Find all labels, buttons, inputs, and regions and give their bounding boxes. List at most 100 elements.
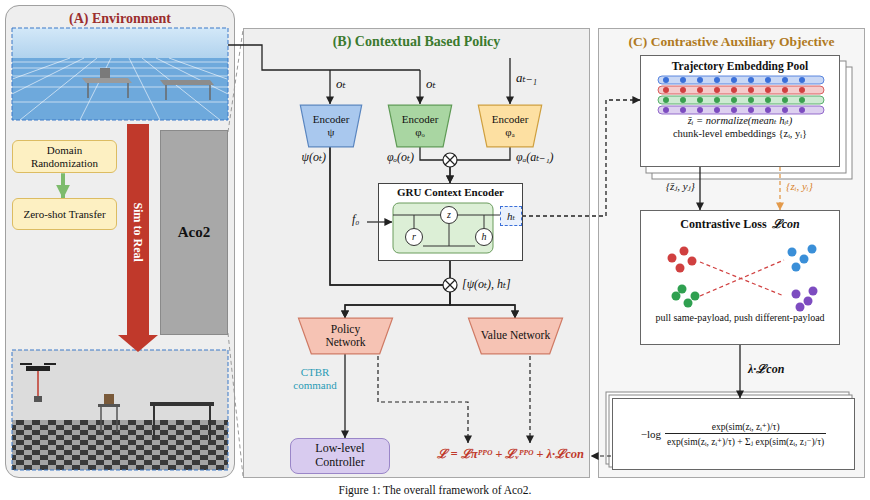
formula-box: −logexp(sim(zᵢ, zᵢ⁺)/τ)exp(sim(zᵢ, zᵢ⁺)/… bbox=[612, 398, 855, 470]
text-group: Domain Randomization bbox=[13, 144, 116, 169]
cluster-purple bbox=[792, 287, 818, 312]
embedding-point bbox=[684, 299, 693, 308]
text-group: Policy Network bbox=[298, 323, 393, 349]
text-group: Encoder ψ bbox=[300, 113, 362, 138]
push-line bbox=[700, 260, 784, 296]
panel-fill bbox=[243, 28, 590, 478]
box-fill bbox=[378, 183, 523, 261]
embedding-point bbox=[792, 263, 801, 272]
image-frame bbox=[12, 350, 228, 470]
embedding-point bbox=[808, 245, 817, 254]
signal-name: ψ(oₜ) bbox=[302, 150, 326, 164]
edge-label: {z̄ⱼ, yⱼ} bbox=[666, 180, 695, 193]
embedding-row bbox=[658, 96, 824, 104]
trapezoid-outline bbox=[298, 318, 392, 354]
node-label: z bbox=[441, 209, 457, 221]
connector bbox=[779, 167, 780, 210]
signal-name: f₀ bbox=[352, 212, 360, 226]
edge-label: λ·ℒcon bbox=[748, 362, 784, 376]
trapezoid-outline bbox=[478, 105, 541, 147]
robot-box: Aco2 bbox=[160, 130, 228, 335]
embedding-dots bbox=[666, 107, 818, 113]
push-line bbox=[700, 262, 784, 296]
drone-body bbox=[26, 366, 50, 371]
connector bbox=[450, 261, 515, 318]
image-frame bbox=[12, 28, 228, 120]
cell-wire bbox=[423, 224, 449, 246]
real-image bbox=[12, 350, 228, 470]
loss-wire bbox=[529, 356, 530, 443]
text-group: Low-level Controller bbox=[291, 442, 389, 470]
embedding-point bbox=[676, 264, 685, 273]
embedding-row bbox=[658, 106, 824, 114]
table-leg bbox=[209, 85, 211, 100]
caption: Figure 1: The overall framework of Aco2. bbox=[0, 484, 870, 496]
environment-panel: (A) EnvironmentDomain RandomizationZero-… bbox=[5, 5, 235, 478]
process-box: Domain Randomization bbox=[12, 140, 117, 173]
cluster-green bbox=[672, 285, 700, 308]
gru-cell bbox=[393, 203, 493, 253]
box-text: pull same-payload, push different-payloa… bbox=[652, 312, 827, 323]
node-label: hₜ bbox=[501, 210, 521, 223]
panel-title: (C) Contrastive Auxiliary Objective bbox=[599, 29, 864, 50]
product-circle bbox=[443, 278, 457, 292]
table-leg bbox=[87, 83, 89, 98]
panel-title: (B) Contextual Based Policy bbox=[244, 29, 589, 50]
node-label: r bbox=[406, 231, 422, 243]
fraction: exp(sim(zᵢ, zᵢ⁺)/τ)exp(sim(zᵢ, zᵢ⁺)/τ) +… bbox=[665, 420, 826, 448]
product-symbol bbox=[443, 153, 457, 167]
node-label: Low-level Controller bbox=[297, 442, 383, 470]
sim-table bbox=[82, 78, 132, 83]
node-label: Policy Network bbox=[310, 323, 381, 349]
grid-line bbox=[12, 76, 228, 77]
loss-symbol: ℒcon bbox=[772, 215, 800, 232]
product-symbol bbox=[443, 278, 457, 292]
payload bbox=[34, 396, 42, 402]
embedding-point bbox=[688, 257, 697, 266]
input-wire bbox=[509, 58, 510, 104]
encoder-trapezoid: Encoder φₐ bbox=[478, 105, 542, 147]
embedding-point bbox=[788, 248, 797, 257]
box-fill bbox=[640, 55, 840, 167]
box-text: chunk-level embeddings {zᵢ, yᵢ} bbox=[673, 128, 807, 139]
transfer-label: Sim to Real bbox=[131, 202, 145, 261]
embedding-dots bbox=[666, 97, 818, 103]
signal-name: oₜ bbox=[336, 76, 346, 92]
embedding-point bbox=[804, 297, 813, 306]
formula-term: exp(sim(zᵢ, zᵢ⁺)/τ) + Σⱼ exp(sim(zᵢ, zⱼ⁻… bbox=[665, 433, 826, 448]
node-label: Encoder φₒ bbox=[397, 113, 443, 138]
sim-robot bbox=[100, 68, 110, 78]
connector bbox=[450, 147, 510, 183]
text-group: hₜ bbox=[501, 210, 521, 223]
product-cross bbox=[445, 155, 455, 165]
plant-pot bbox=[104, 394, 114, 404]
stool-leg bbox=[100, 407, 102, 432]
grid-line bbox=[169, 58, 228, 120]
loss-formula: ℒ = ℒπᴾᴾᴼ + ℒᵥᴾᴾᴼ + λ·ℒcon bbox=[437, 447, 584, 462]
grid-line bbox=[142, 58, 220, 120]
formula-term: exp(sim(zᵢ, zᵢ⁺)/τ) bbox=[710, 420, 782, 433]
table-leg bbox=[165, 85, 167, 100]
text-group: r bbox=[406, 231, 422, 243]
node-label: Value Network bbox=[480, 329, 551, 342]
grid-line bbox=[80, 58, 111, 120]
sim-sky bbox=[12, 28, 228, 120]
text-group: z bbox=[441, 209, 457, 221]
grid-line bbox=[12, 58, 70, 120]
network-trapezoid: Value Network bbox=[468, 318, 563, 354]
product-cross bbox=[445, 280, 455, 290]
node-label: Zero-shot Transfer bbox=[17, 208, 112, 221]
connector bbox=[699, 167, 700, 210]
controller-box: Low-level Controller bbox=[290, 438, 390, 474]
node-label: h bbox=[476, 231, 492, 243]
edge-label: CTBR command bbox=[289, 366, 341, 392]
title-row: Contrastive Lossℒcon bbox=[680, 215, 799, 232]
embedding-pool-box: Trajectory Embedding Poolz̄ᵢ = normalize… bbox=[640, 55, 840, 167]
loss-wire bbox=[591, 455, 611, 456]
gate-circle: r bbox=[405, 228, 423, 246]
panel-fill bbox=[598, 28, 865, 478]
drone-rotor bbox=[44, 363, 56, 365]
text-group: Aco2 bbox=[161, 224, 227, 241]
sim-table bbox=[160, 80, 214, 85]
